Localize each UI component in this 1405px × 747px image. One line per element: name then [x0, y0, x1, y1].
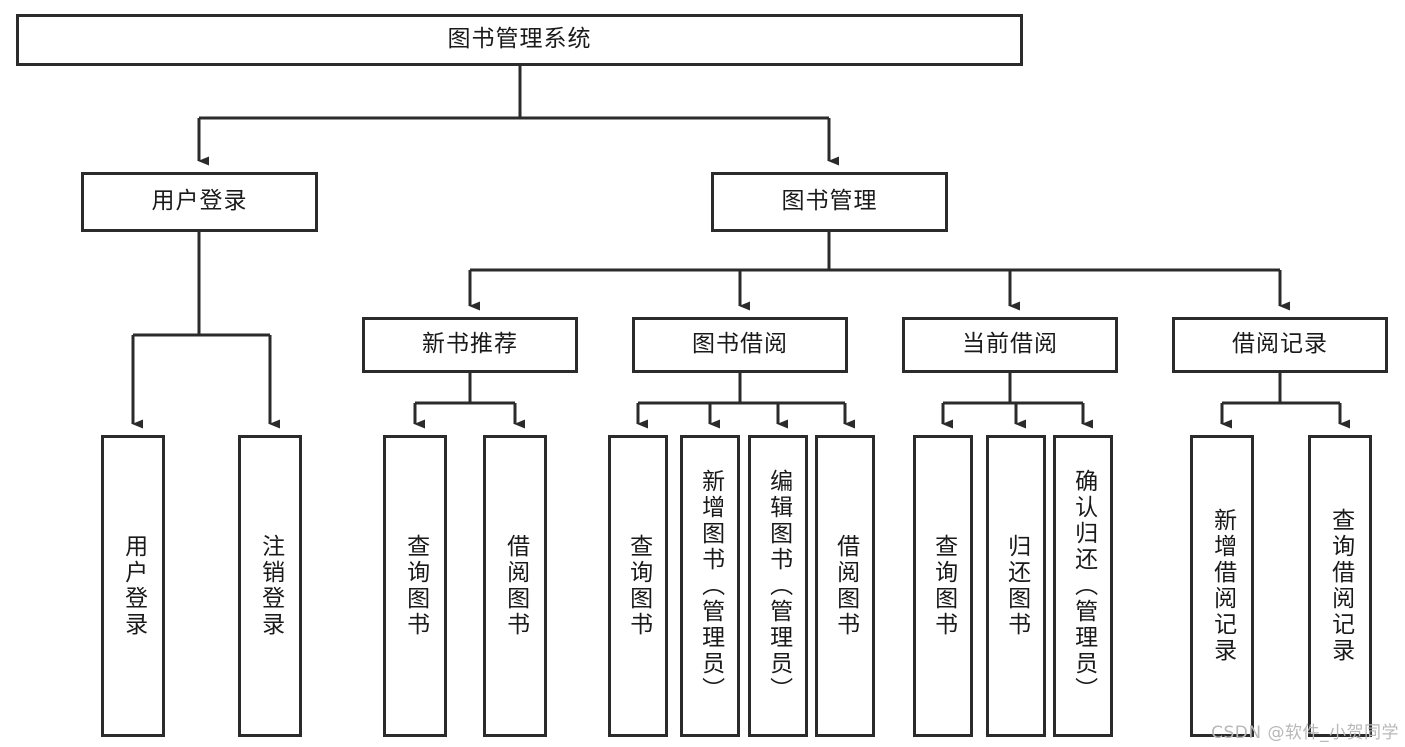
node-leaf-borrow-book-recommend[interactable]: 借阅图书 [483, 435, 547, 737]
node-leaf-query-book-current-label: 查询图书 [930, 534, 957, 638]
node-leaf-query-book-borrow-label: 查询图书 [625, 534, 652, 638]
node-current-borrow[interactable]: 当前借阅 [902, 317, 1118, 373]
node-leaf-add-borrow-record-label: 新增借阅记录 [1209, 508, 1236, 664]
node-leaf-edit-book-admin[interactable]: 编辑图书（管理员） [748, 435, 808, 737]
node-leaf-query-book-borrow[interactable]: 查询图书 [608, 435, 668, 737]
node-leaf-borrow-book[interactable]: 借阅图书 [815, 435, 875, 737]
node-leaf-user-logout-label: 注销登录 [257, 534, 284, 638]
node-root-label: 图书管理系统 [447, 26, 592, 53]
node-leaf-user-login[interactable]: 用户登录 [101, 435, 165, 737]
watermark: CSDN @软件_小贺同学 [1211, 723, 1399, 743]
node-leaf-borrow-book-recommend-label: 借阅图书 [502, 534, 529, 638]
node-user-login[interactable]: 用户登录 [81, 172, 318, 232]
node-current-borrow-label: 当前借阅 [962, 331, 1058, 358]
node-book-borrow[interactable]: 图书借阅 [632, 317, 848, 373]
node-leaf-add-borrow-record[interactable]: 新增借阅记录 [1190, 435, 1254, 737]
node-leaf-user-login-label: 用户登录 [120, 534, 147, 638]
node-leaf-query-book-recommend-label: 查询图书 [402, 534, 429, 638]
node-root[interactable]: 图书管理系统 [16, 14, 1023, 66]
node-leaf-return-book-label: 归还图书 [1003, 534, 1030, 638]
node-borrow-record[interactable]: 借阅记录 [1172, 317, 1388, 373]
node-leaf-borrow-book-label: 借阅图书 [832, 534, 859, 638]
node-leaf-confirm-return-admin-label: 确认归还（管理员） [1070, 469, 1097, 703]
node-new-book-recommend[interactable]: 新书推荐 [362, 317, 578, 373]
node-book-manage[interactable]: 图书管理 [711, 172, 948, 232]
node-leaf-confirm-return-admin[interactable]: 确认归还（管理员） [1053, 435, 1113, 737]
node-leaf-return-book[interactable]: 归还图书 [986, 435, 1046, 737]
node-user-login-label: 用户登录 [151, 188, 248, 215]
node-book-borrow-label: 图书借阅 [692, 331, 788, 358]
node-leaf-query-book-recommend[interactable]: 查询图书 [383, 435, 447, 737]
node-new-book-recommend-label: 新书推荐 [422, 331, 518, 358]
node-leaf-edit-book-admin-label: 编辑图书（管理员） [765, 469, 792, 703]
node-book-manage-label: 图书管理 [781, 188, 878, 215]
node-leaf-user-logout[interactable]: 注销登录 [238, 435, 302, 737]
node-borrow-record-label: 借阅记录 [1232, 331, 1328, 358]
node-leaf-query-borrow-record[interactable]: 查询借阅记录 [1308, 435, 1372, 737]
node-leaf-add-book-admin-label: 新增图书（管理员） [697, 469, 724, 703]
node-leaf-query-book-current[interactable]: 查询图书 [913, 435, 973, 737]
node-leaf-query-borrow-record-label: 查询借阅记录 [1327, 508, 1354, 664]
node-leaf-add-book-admin[interactable]: 新增图书（管理员） [680, 435, 740, 737]
